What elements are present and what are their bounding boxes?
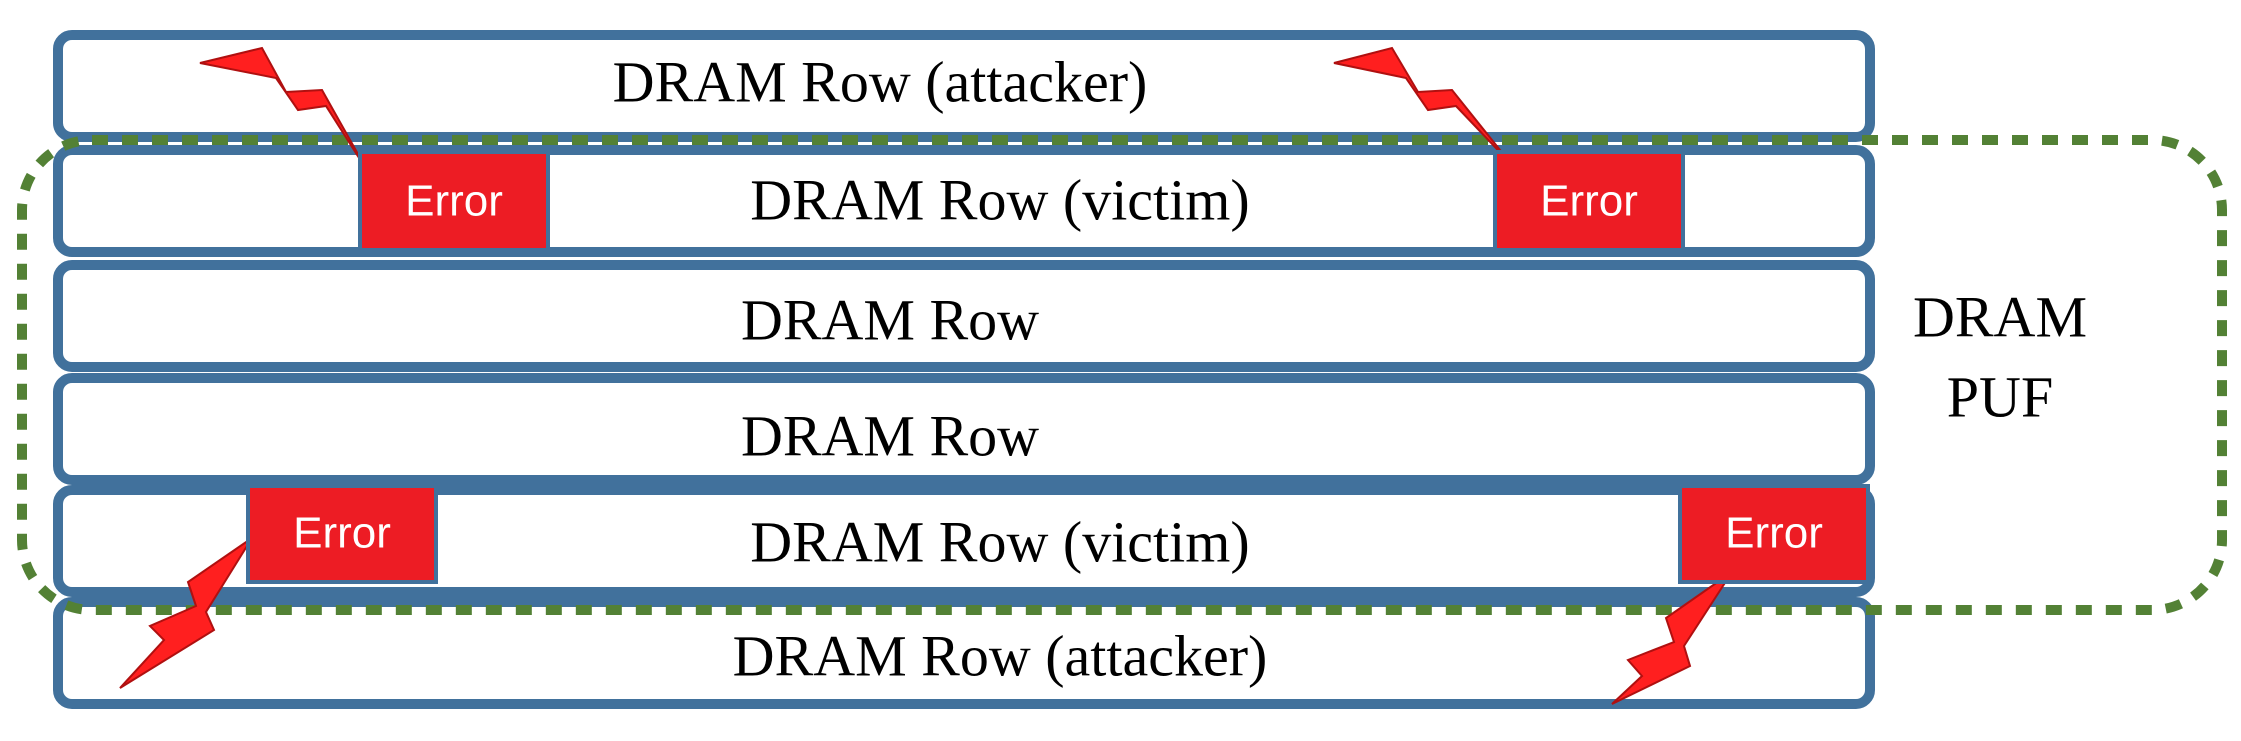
dram-row-label: DRAM Row: [741, 403, 1039, 468]
dram-row-label: DRAM Row (victim): [750, 167, 1249, 232]
lightning-bolt-icon: [1611, 571, 1733, 705]
error-badge: Error: [1493, 150, 1685, 252]
puf-label: DRAM PUF: [1913, 284, 2087, 429]
dram-row-plain-1: DRAM Row: [53, 260, 1875, 372]
error-label: Error: [1540, 177, 1638, 226]
error-badge: Error: [358, 150, 550, 252]
error-label: Error: [293, 509, 391, 558]
puf-label-line2: PUF: [1947, 364, 2053, 429]
dram-row-box: [53, 597, 1875, 709]
dram-row-label: DRAM Row (victim): [750, 509, 1249, 574]
dram-row-label: DRAM Row (attacker): [613, 49, 1148, 114]
error-label: Error: [1725, 509, 1823, 558]
error-badge: Error: [1678, 484, 1870, 584]
dram-rows: DRAM Row (attacker) DRAM Row (victim) DR…: [53, 30, 1875, 709]
puf-label-line1: DRAM: [1913, 284, 2087, 349]
dram-row-attacker-top: DRAM Row (attacker): [53, 30, 1875, 142]
dram-row-label: DRAM Row: [741, 287, 1039, 352]
dram-row-label: DRAM Row (attacker): [733, 623, 1268, 688]
error-box: [358, 150, 550, 252]
dram-row-plain-2: DRAM Row: [53, 373, 1875, 485]
error-box: [1493, 150, 1685, 252]
error-label: Error: [405, 177, 503, 226]
lightning-bolt-icon: [119, 537, 253, 689]
error-badge: Error: [246, 484, 438, 584]
error-box: [1678, 484, 1870, 584]
dram-row-box: [53, 260, 1875, 372]
error-markers: Error Error Error Error: [246, 150, 1870, 584]
puf-boundary: [17, 135, 2227, 615]
dram-row-box: [53, 373, 1875, 485]
dram-row-attacker-bottom: DRAM Row (attacker): [53, 597, 1875, 709]
error-box: [246, 484, 438, 584]
